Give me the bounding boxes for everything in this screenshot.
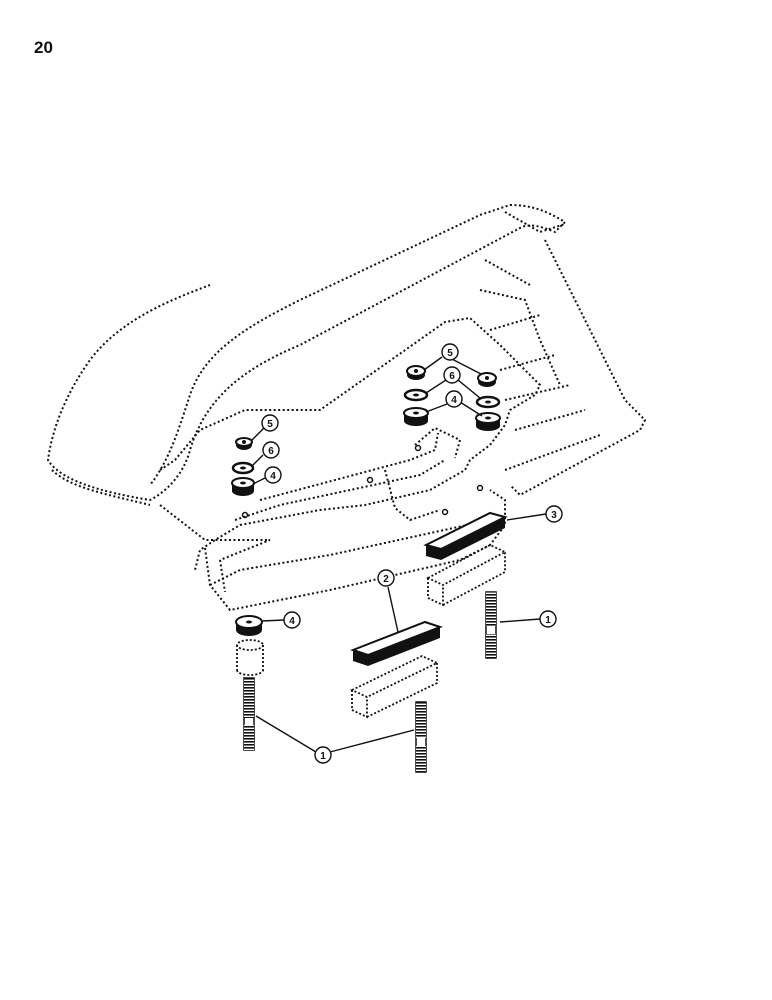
bushing-icon — [231, 477, 255, 496]
callout-4-right: 4 — [445, 390, 463, 408]
leader-lines — [250, 356, 547, 753]
nut-icon — [406, 365, 426, 380]
callouts: 5 6 4 5 6 4 3 2 — [261, 343, 563, 764]
callout-1-lower: 1 — [314, 746, 332, 764]
callout-5-left: 5 — [261, 414, 279, 432]
plate-icon — [423, 511, 508, 560]
svg-text:6: 6 — [449, 371, 455, 382]
stud-icon — [415, 701, 427, 773]
washer-icon — [475, 395, 501, 409]
svg-text:5: 5 — [267, 419, 273, 430]
housing-outline — [46, 203, 647, 612]
spacer-block-icon — [236, 639, 264, 676]
callout-4-lower: 4 — [283, 611, 301, 629]
stud-icon — [485, 591, 497, 659]
bushing-icon — [475, 412, 501, 431]
washer-icon — [403, 388, 429, 402]
svg-text:6: 6 — [268, 446, 274, 457]
callout-1-right: 1 — [539, 610, 557, 628]
nut-icon — [477, 372, 497, 387]
page-number: 20 — [34, 38, 53, 57]
callout-3: 3 — [545, 505, 563, 523]
hardware-right — [403, 365, 501, 431]
callout-6-left: 6 — [262, 441, 280, 459]
callout-4-left: 4 — [264, 466, 282, 484]
stud-icon — [243, 677, 255, 751]
svg-text:1: 1 — [320, 751, 326, 762]
nut-icon — [235, 437, 253, 450]
spacer-block-icon — [425, 543, 508, 607]
plate-icon — [350, 620, 443, 666]
svg-text:5: 5 — [447, 348, 453, 359]
bushing-icon — [235, 615, 263, 636]
bushing-icon — [403, 407, 429, 426]
callout-2: 2 — [377, 569, 395, 587]
svg-text:2: 2 — [383, 574, 389, 585]
svg-text:4: 4 — [270, 471, 276, 482]
spacer-block-icon — [349, 655, 440, 719]
svg-text:1: 1 — [545, 615, 551, 626]
callout-5-right: 5 — [441, 343, 459, 361]
svg-text:3: 3 — [551, 510, 557, 521]
washer-icon — [231, 461, 255, 475]
callout-6-right: 6 — [443, 366, 461, 384]
hardware-left — [231, 437, 255, 496]
flange-holes — [241, 444, 484, 519]
svg-text:4: 4 — [289, 616, 295, 627]
svg-text:4: 4 — [451, 395, 457, 406]
